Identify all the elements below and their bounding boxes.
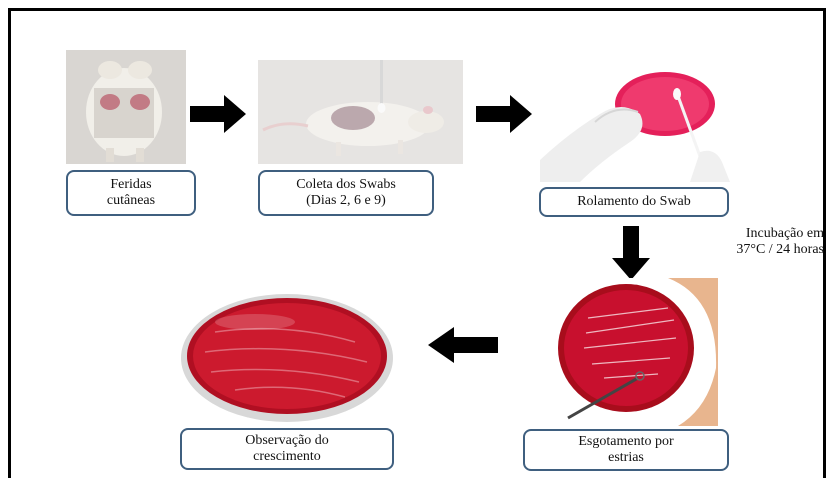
step-feridas-line1: Feridas bbox=[107, 177, 155, 193]
step-rolamento-label: Rolamento do Swab bbox=[539, 187, 729, 217]
streaking-photo bbox=[548, 278, 718, 426]
arrow-right-1 bbox=[190, 95, 246, 133]
step-feridas-line2: cutâneas bbox=[107, 193, 155, 209]
agar-plate-photo bbox=[175, 282, 400, 427]
step-coleta-line2: (Dias 2, 6 e 9) bbox=[296, 193, 396, 209]
step-coleta-line1: Coleta dos Swabs bbox=[296, 177, 396, 193]
arrow-left bbox=[428, 327, 498, 363]
incubation-line2: 37°C / 24 horas bbox=[662, 242, 824, 258]
step-coleta-label: Coleta dos Swabs(Dias 2, 6 e 9) bbox=[258, 170, 434, 216]
step-observacao-line1: Observação do bbox=[245, 433, 329, 449]
step-esgotamento-line1: Esgotamento por bbox=[578, 434, 673, 450]
step-rolamento-line1: Rolamento do Swab bbox=[577, 194, 691, 210]
swab-rolling-photo bbox=[540, 52, 740, 182]
incubation-line1: Incubação em bbox=[662, 226, 824, 242]
arrow-down bbox=[612, 226, 650, 280]
swab-collection-photo bbox=[258, 60, 463, 164]
step-esgotamento-line2: estrias bbox=[578, 450, 673, 466]
incubation-note: Incubação em 37°C / 24 horas bbox=[662, 226, 824, 258]
arrow-right-2 bbox=[476, 95, 532, 133]
mouse-wounds-photo bbox=[66, 50, 186, 164]
step-observacao-line2: crescimento bbox=[245, 449, 329, 465]
